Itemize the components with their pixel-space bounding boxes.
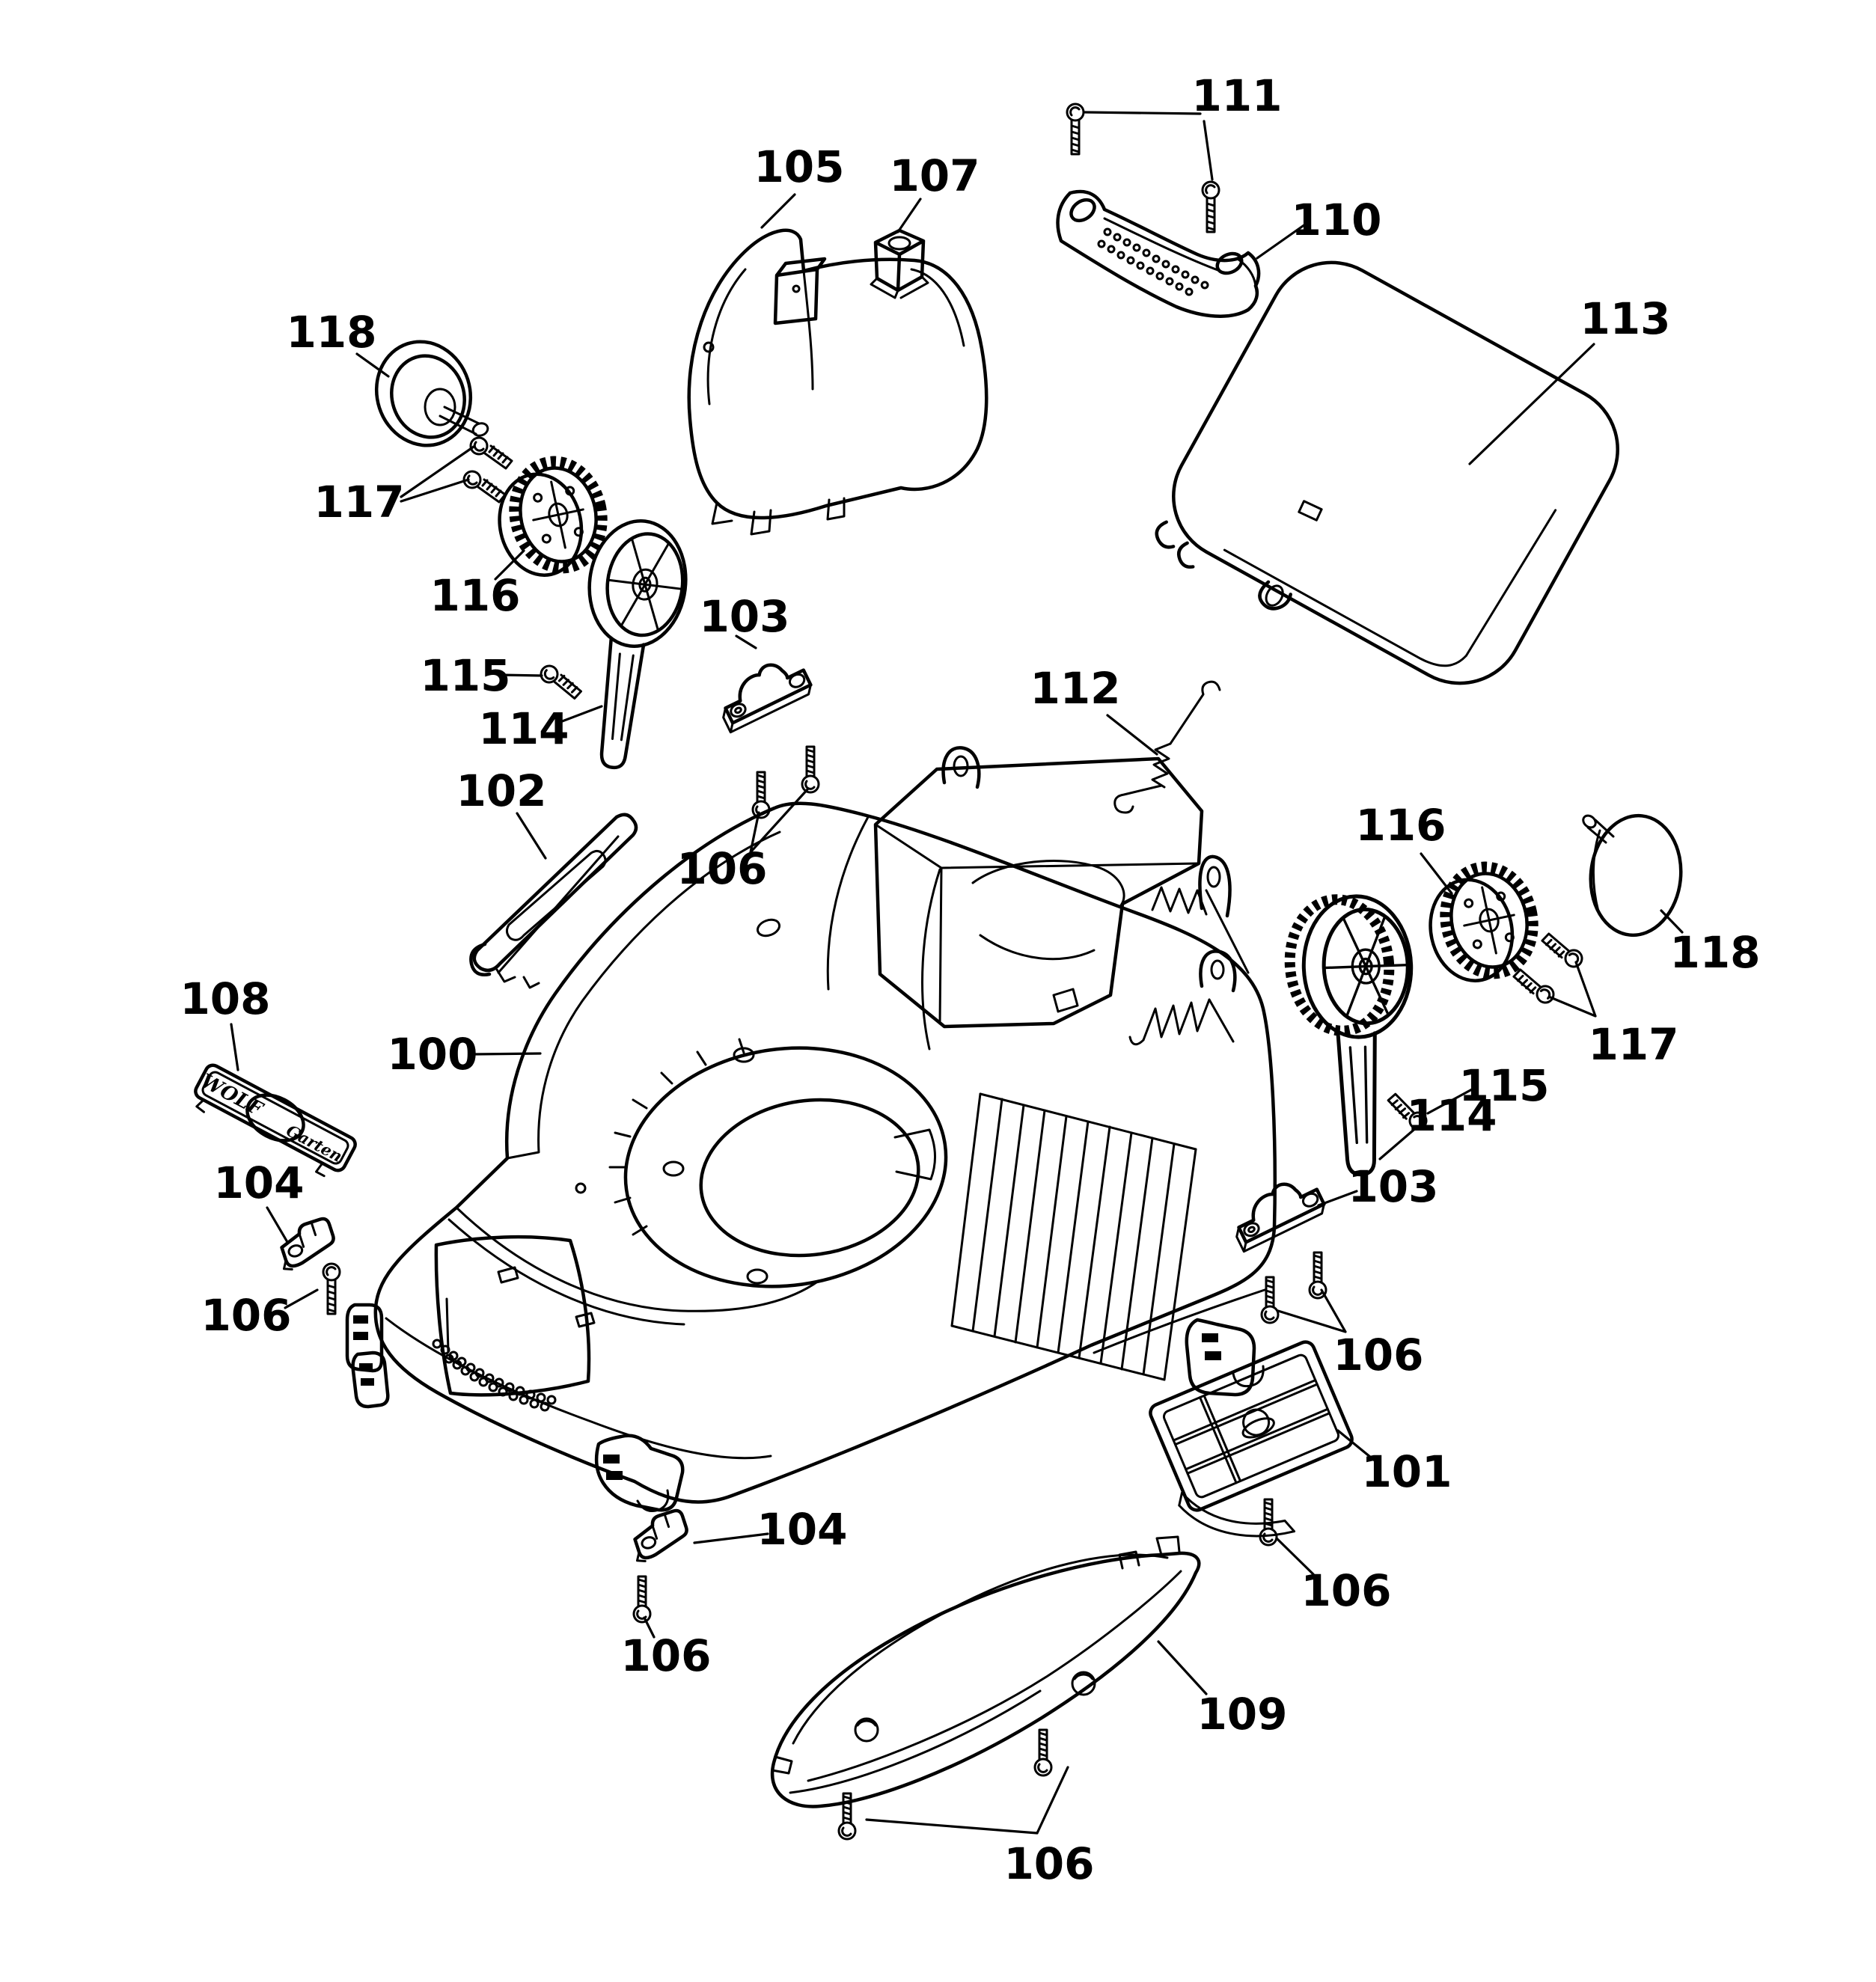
part-105-motor-cover	[687, 228, 989, 536]
screw-115-left	[538, 664, 584, 700]
screw-117-left-2	[462, 470, 507, 504]
callout-label-114-left: 114	[478, 703, 569, 754]
callout-label-115-left: 115	[420, 650, 510, 701]
screw-111-2	[1201, 180, 1220, 233]
hinge-spring-coils	[1128, 854, 1250, 1046]
side-vent-slats	[950, 1092, 1197, 1381]
wheel-bracket-front-right	[594, 1434, 685, 1512]
part-103-clamp-left	[711, 652, 813, 732]
callout-label-118-right: 118	[1669, 927, 1760, 978]
screw-117-right-1	[1539, 932, 1586, 969]
screw-106-bumper-2	[1033, 1728, 1053, 1777]
screw-111-1	[1066, 103, 1085, 156]
callout-label-106-bottom-right: 106	[1301, 1565, 1391, 1616]
callout-label-114-right: 114	[1406, 1090, 1497, 1141]
callout-label-113: 113	[1580, 293, 1670, 344]
callout-label-106-bottom-center: 106	[1003, 1838, 1094, 1889]
screw-106-left	[322, 1262, 341, 1315]
callout-labels: 111 105 107 110 113 118 117 116 103 115 …	[180, 70, 1760, 1889]
part-100-deck-housing	[345, 746, 1277, 1512]
part-109-front-bumper	[770, 1535, 1201, 1808]
callout-label-102: 102	[456, 765, 546, 816]
callout-label-112: 112	[1030, 663, 1120, 714]
part-114-pulley-arm-right	[1284, 894, 1418, 1176]
callout-label-116-right: 116	[1355, 800, 1446, 851]
part-112-tension-spring	[1113, 680, 1221, 814]
callout-label-107: 107	[889, 150, 980, 201]
callout-leader-lines	[230, 111, 1684, 1835]
part-116-gear-right	[1420, 859, 1544, 988]
callout-label-103-right: 103	[1348, 1161, 1438, 1212]
screw-106-bottom-left	[632, 1575, 652, 1624]
front-vent-holes	[432, 1339, 557, 1412]
part-118-wheel-cover-right	[1582, 813, 1683, 938]
callout-label-117-right: 117	[1588, 1019, 1678, 1070]
part-114-pulley-arm-left	[567, 516, 693, 774]
front-window-opening	[434, 1235, 596, 1397]
callout-label-110: 110	[1291, 195, 1381, 245]
callout-label-101: 101	[1361, 1446, 1452, 1497]
part-107-bushing-block	[870, 228, 929, 299]
callout-label-108: 108	[180, 973, 270, 1024]
screw-106-right-2	[1260, 1276, 1280, 1324]
screw-117-left-1	[469, 436, 513, 470]
callout-label-104-bottom: 104	[757, 1504, 847, 1555]
part-110-carry-handle	[1056, 189, 1261, 318]
callout-label-106-right: 106	[1333, 1330, 1423, 1380]
screw-117-right-2	[1510, 967, 1557, 1005]
part-101-grid-plate	[1149, 1340, 1354, 1538]
callout-label-103-left: 103	[699, 591, 789, 642]
blade-housing-ring	[575, 1038, 948, 1288]
handle-grip-dots	[1097, 227, 1209, 296]
rear-mount-box	[873, 746, 1237, 1029]
callout-label-106-bottom-left: 106	[620, 1630, 711, 1681]
callout-label-106-center: 106	[676, 843, 767, 894]
callout-label-109: 109	[1197, 1689, 1287, 1740]
callout-label-117-left: 117	[314, 477, 404, 527]
screw-106-center-2	[801, 745, 820, 794]
callout-label-105: 105	[754, 141, 844, 192]
wheel-bracket-front-left	[345, 1303, 390, 1409]
callout-label-116-left: 116	[430, 570, 520, 621]
callout-label-118-left: 118	[286, 307, 376, 358]
wheel-bracket-rear-right	[1185, 1318, 1265, 1397]
callout-label-111: 111	[1191, 70, 1282, 121]
part-102-trim-strip	[469, 813, 638, 989]
callout-label-106-left: 106	[201, 1290, 291, 1341]
callout-label-100: 100	[387, 1029, 477, 1080]
part-104-latch-front	[626, 1509, 692, 1564]
part-113-rear-flap	[1155, 260, 1619, 685]
callout-label-104-left: 104	[213, 1157, 304, 1208]
part-118-wheel-cover-left	[374, 340, 489, 447]
callout-label-115-right: 115	[1458, 1060, 1549, 1111]
